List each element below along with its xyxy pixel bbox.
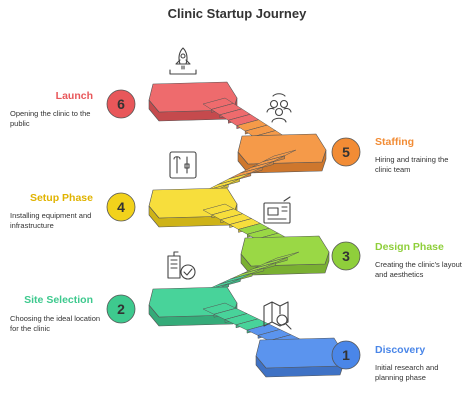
map-search-icon [263, 301, 292, 330]
tools-icon [169, 151, 197, 179]
stage-1-circle-fill [331, 340, 361, 370]
stage-6-circle-fill [106, 89, 136, 119]
team-icon [266, 93, 292, 123]
platform-5-top [237, 133, 327, 165]
platform-1-top [255, 337, 345, 369]
stage-4-number: 4 [117, 199, 125, 215]
diagram-title: Clinic Startup Journey [167, 6, 307, 21]
platform-3-top [240, 235, 330, 267]
stage-3-title: Design Phase [375, 241, 444, 253]
stage-5-circle-fill [331, 137, 361, 167]
stage-1-number: 1 [342, 347, 350, 363]
stage-4-title: Setup Phase [29, 192, 93, 204]
stage-6-number: 6 [117, 96, 125, 112]
stage-4-description: Installing equipment and infrastructure [10, 211, 92, 230]
rocket-icon [169, 47, 197, 75]
stage-6-title: Launch [55, 90, 93, 102]
stage-3-circle-fill [331, 241, 361, 271]
stage-2-circle: 2 [106, 294, 136, 324]
platform-5 [237, 133, 327, 174]
stage-5-description: Hiring and training the clinic team [375, 155, 449, 174]
building-check-icon [167, 251, 196, 280]
blueprint-icon [263, 196, 291, 224]
stage-2-circle-fill [106, 294, 136, 324]
stage-3-number: 3 [342, 248, 350, 264]
stage-1-description: Initial research and planning phase [375, 363, 439, 382]
stage-3-description: Creating the clinic's layout and aesthet… [375, 260, 462, 279]
stage-5-circle: 5 [331, 137, 361, 167]
stage-2-title: Site Selection [24, 294, 93, 306]
stage-3-circle: 3 [331, 241, 361, 271]
stage-4-circle: 4 [106, 192, 136, 222]
stage-4-circle-fill [106, 192, 136, 222]
stage-6-description: Opening the clinic to the public [10, 109, 91, 128]
stage-2-description: Choosing the ideal location for the clin… [10, 314, 101, 333]
stage-1-circle: 1 [331, 340, 361, 370]
stage-2-number: 2 [117, 301, 125, 317]
stage-5-number: 5 [342, 144, 350, 160]
stage-5-title: Staffing [375, 136, 415, 148]
stage-1-title: Discovery [375, 344, 426, 356]
platform-1 [255, 337, 345, 378]
stage-6-circle: 6 [106, 89, 136, 119]
